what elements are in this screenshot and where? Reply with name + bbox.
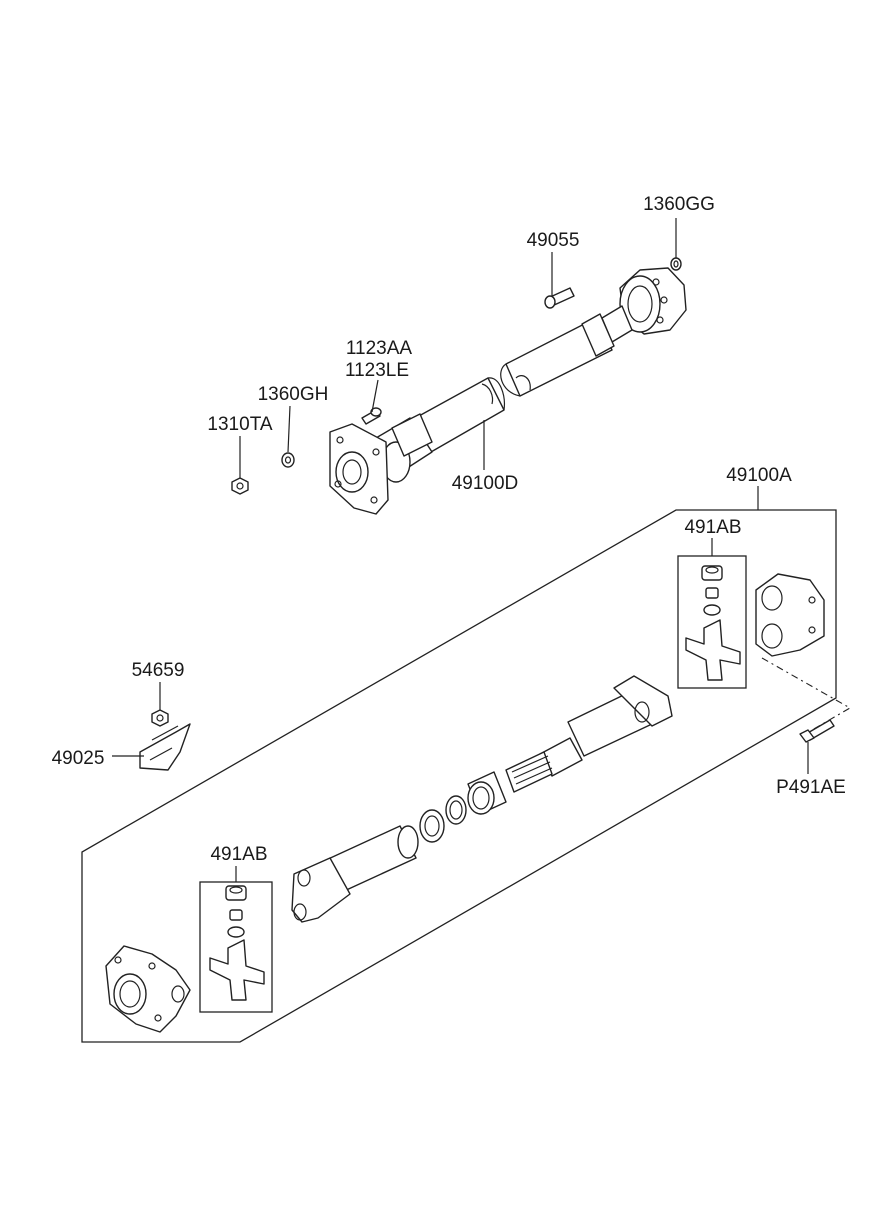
seal-ring bbox=[445, 795, 467, 825]
rear-yoke bbox=[755, 573, 825, 657]
bolt-p491ae bbox=[799, 719, 835, 774]
kit-outline-49100a bbox=[81, 486, 837, 1043]
label-1360gg: 1360GG bbox=[643, 194, 715, 215]
label-1123le: 1123LE bbox=[345, 360, 409, 381]
label-491ab-upper: 491AB bbox=[684, 517, 741, 538]
bolt-49055 bbox=[544, 287, 575, 309]
label-49100d: 49100D bbox=[452, 473, 519, 494]
part-labels: 1360GG 49055 1123AA 1123LE 1360GH 1310TA… bbox=[52, 194, 846, 865]
label-54659: 54659 bbox=[132, 660, 185, 681]
front-cv-joint bbox=[375, 413, 433, 483]
label-49025: 49025 bbox=[52, 748, 105, 769]
rear-flange-yoke bbox=[601, 267, 687, 343]
washer-1360gg bbox=[670, 257, 682, 271]
boot-ring bbox=[419, 809, 445, 843]
universal-joint-kit-lower bbox=[199, 866, 273, 1013]
label-p491ae: P491AE bbox=[776, 777, 846, 798]
label-491ab-lower: 491AB bbox=[210, 844, 267, 865]
label-1310ta: 1310TA bbox=[207, 414, 272, 435]
front-shaft-assembly bbox=[231, 218, 687, 515]
universal-joint-kit-upper bbox=[677, 538, 747, 689]
label-1123aa: 1123AA bbox=[346, 338, 413, 359]
nut-54659 bbox=[151, 682, 169, 727]
front-flange bbox=[329, 423, 389, 515]
label-49055: 49055 bbox=[527, 230, 580, 251]
nut-1310ta bbox=[231, 477, 249, 495]
rear-shaft-tube-lower bbox=[291, 825, 419, 923]
label-49100a: 49100A bbox=[726, 465, 792, 486]
label-1360gh: 1360GH bbox=[258, 384, 329, 405]
rear-shaft-tube-upper bbox=[505, 675, 673, 793]
slip-sleeve bbox=[467, 771, 507, 815]
bolt-1123aa bbox=[361, 407, 382, 425]
center-bracket bbox=[139, 723, 191, 771]
washer-1360gh bbox=[281, 452, 295, 468]
front-shaft-tube-right bbox=[500, 313, 615, 397]
rear-companion-flange bbox=[105, 945, 191, 1033]
